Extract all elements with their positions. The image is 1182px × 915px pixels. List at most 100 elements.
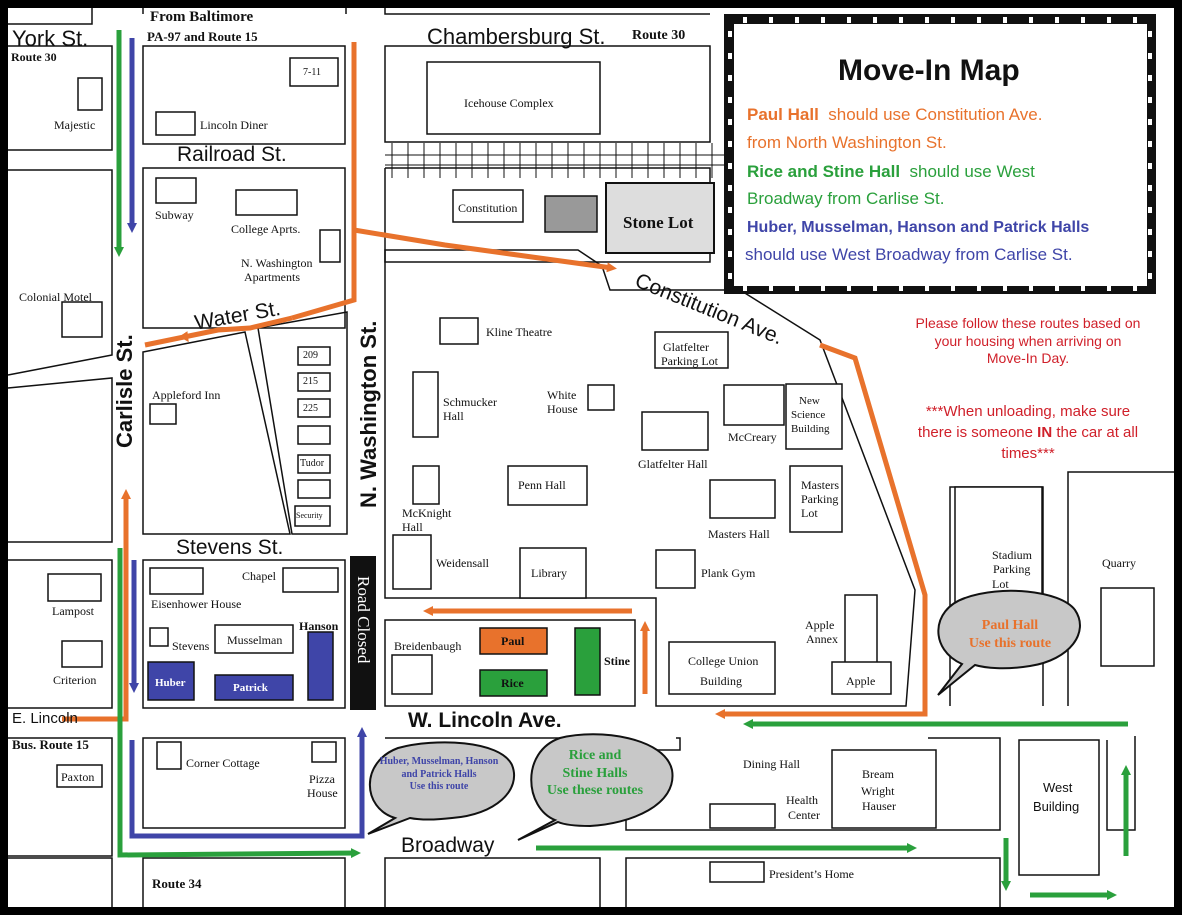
nsb-label-1: New <box>799 395 820 407</box>
paul-callout-line-2: Use this route <box>968 635 1052 651</box>
health-center-label-2: Center <box>788 808 820 822</box>
rice-hall-shape <box>479 669 548 697</box>
e-lincoln-label: E. Lincoln <box>12 710 78 727</box>
frame-dot <box>728 31 732 37</box>
carlisle-st-label: Carlisle St. <box>112 334 137 448</box>
mcknight-label-2: Hall <box>402 520 423 534</box>
railroad-st-label: Railroad St. <box>177 143 287 166</box>
frame-dot <box>847 285 851 291</box>
frame-dot <box>728 251 732 257</box>
pizza-house-label-2: House <box>307 786 338 800</box>
college-aprts-label: College Aprts. <box>231 222 301 236</box>
pa97-label: PA-97 and Route 15 <box>147 29 258 44</box>
white-house-label-1: White <box>547 388 577 402</box>
frame-dot <box>873 285 877 291</box>
legend-rice-line-2: Broadway from Carlise St. <box>747 189 945 208</box>
chapel-label: Chapel <box>242 569 276 583</box>
broadway-label: Broadway <box>401 834 495 857</box>
frame-dot <box>728 75 732 81</box>
frame-dot <box>1148 97 1152 103</box>
stadium-lot-label-3: Lot <box>992 577 1009 591</box>
bus-route-15-label: Bus. Route 15 <box>12 737 89 752</box>
huber-hall-shape <box>147 661 195 701</box>
college-union-label-2: Building <box>700 674 743 688</box>
nsb-label-3: Building <box>791 423 830 435</box>
legend-title: Move-In Map <box>838 54 1020 87</box>
apple-annex-label-1: Apple <box>805 618 835 632</box>
mccreary-label: McCreary <box>728 430 777 444</box>
security-label: Security <box>296 511 323 520</box>
constitution-building-label: Constitution <box>458 201 518 215</box>
huber-callout: Huber, Musselman, Hanson and Patrick Hal… <box>368 756 510 794</box>
frame-dot <box>1148 251 1152 257</box>
stevens-building-label: Stevens <box>172 639 210 653</box>
stine-hall-shape <box>574 627 601 696</box>
stine-label: Stine <box>604 654 631 668</box>
bream-label-3: Hauser <box>862 799 896 813</box>
unload-note-line-2: there is someone IN the car at all <box>888 422 1168 443</box>
frame-dot <box>769 285 773 291</box>
chambersburg-st-label: Chambersburg St. <box>427 24 606 49</box>
breidenbaugh-label: Breidenbaugh <box>394 639 462 653</box>
frame-dot <box>1003 17 1007 23</box>
hanson-hall-shape <box>307 631 334 701</box>
paul-label: Paul <box>501 634 525 648</box>
frame-dot <box>977 285 981 291</box>
huber-callout-line-1: Huber, Musselman, Hanson <box>379 756 499 767</box>
legend-paul-line-1: Paul Hall should use Constitution Ave. <box>747 106 1042 123</box>
road-closed-barrier <box>350 556 376 710</box>
lincoln-diner-label: Lincoln Diner <box>200 118 268 132</box>
frame-dot <box>951 285 955 291</box>
unload-note-part-a: there is someone <box>917 424 1033 441</box>
frame-dot <box>951 17 955 23</box>
musselman-label: Musselman <box>227 633 283 647</box>
stadium-lot-label-1: Stadium <box>992 548 1033 562</box>
masters-hall-label: Masters Hall <box>708 527 770 541</box>
frame-dot <box>1133 17 1137 23</box>
frame-dot <box>1081 285 1085 291</box>
frame-dot <box>728 97 732 103</box>
buildings <box>47 57 1155 883</box>
callout-bubbles <box>367 589 1081 841</box>
quarry-label: Quarry <box>1102 556 1136 570</box>
n-washington-st-label: N. Washington St. <box>356 320 381 508</box>
mcknight-label-1: McKnight <box>402 506 452 520</box>
frame-dot <box>795 17 799 23</box>
follow-note-line-1: Please follow these routes based on <box>915 315 1141 331</box>
frame-dot <box>899 17 903 23</box>
frame-dot <box>743 17 747 23</box>
frame-dot <box>821 17 825 23</box>
plank-gym-label: Plank Gym <box>701 566 756 580</box>
huber-callout-line-2: and Patrick Halls <box>401 768 477 780</box>
icehouse-label: Icehouse Complex <box>464 96 554 110</box>
unload-note-emphasis: IN <box>1037 424 1053 441</box>
glatfelter-lot-label-1: Glatfelter <box>663 340 709 354</box>
rice-stine-callout: Rice and Stine Halls Use these routes <box>530 747 660 800</box>
paul-hall-callout: Paul Hall Use this route <box>955 617 1065 652</box>
bream-label-1: Bream <box>862 767 894 781</box>
presidents-home-label: President’s Home <box>769 867 854 881</box>
frame-dot <box>1148 229 1152 235</box>
college-union-label-1: College Union <box>688 654 759 668</box>
patrick-label: Patrick <box>233 682 268 694</box>
west-building-label-1: West <box>1043 780 1073 795</box>
legend-paul-rest: should use Constitution Ave. <box>828 105 1043 124</box>
frame-dot <box>728 229 732 235</box>
lampost-label: Lampost <box>52 604 94 618</box>
appleford-inn-label: Appleford Inn <box>152 388 221 402</box>
rice-callout-line-1: Rice and <box>568 748 622 763</box>
nwash-apartments-label-2: Apartments <box>244 270 300 284</box>
frame-dot <box>728 141 732 147</box>
frame-dot <box>1107 285 1111 291</box>
frame-dot <box>1148 185 1152 191</box>
schmucker-label-2: Hall <box>443 409 464 423</box>
corner-cottage-label: Corner Cottage <box>186 756 260 770</box>
bream-label-2: Wright <box>861 784 895 798</box>
west-building-label-2: Building <box>1033 799 1080 814</box>
gray-lot <box>544 195 598 233</box>
legend-huber-line-1: Huber, Musselman, Hanson and Patrick Hal… <box>747 219 1090 236</box>
paul-hall-shape <box>479 627 548 655</box>
frame-dot <box>1148 273 1152 279</box>
frame-dot <box>769 17 773 23</box>
masters-lot-label-1: Masters <box>801 478 839 492</box>
